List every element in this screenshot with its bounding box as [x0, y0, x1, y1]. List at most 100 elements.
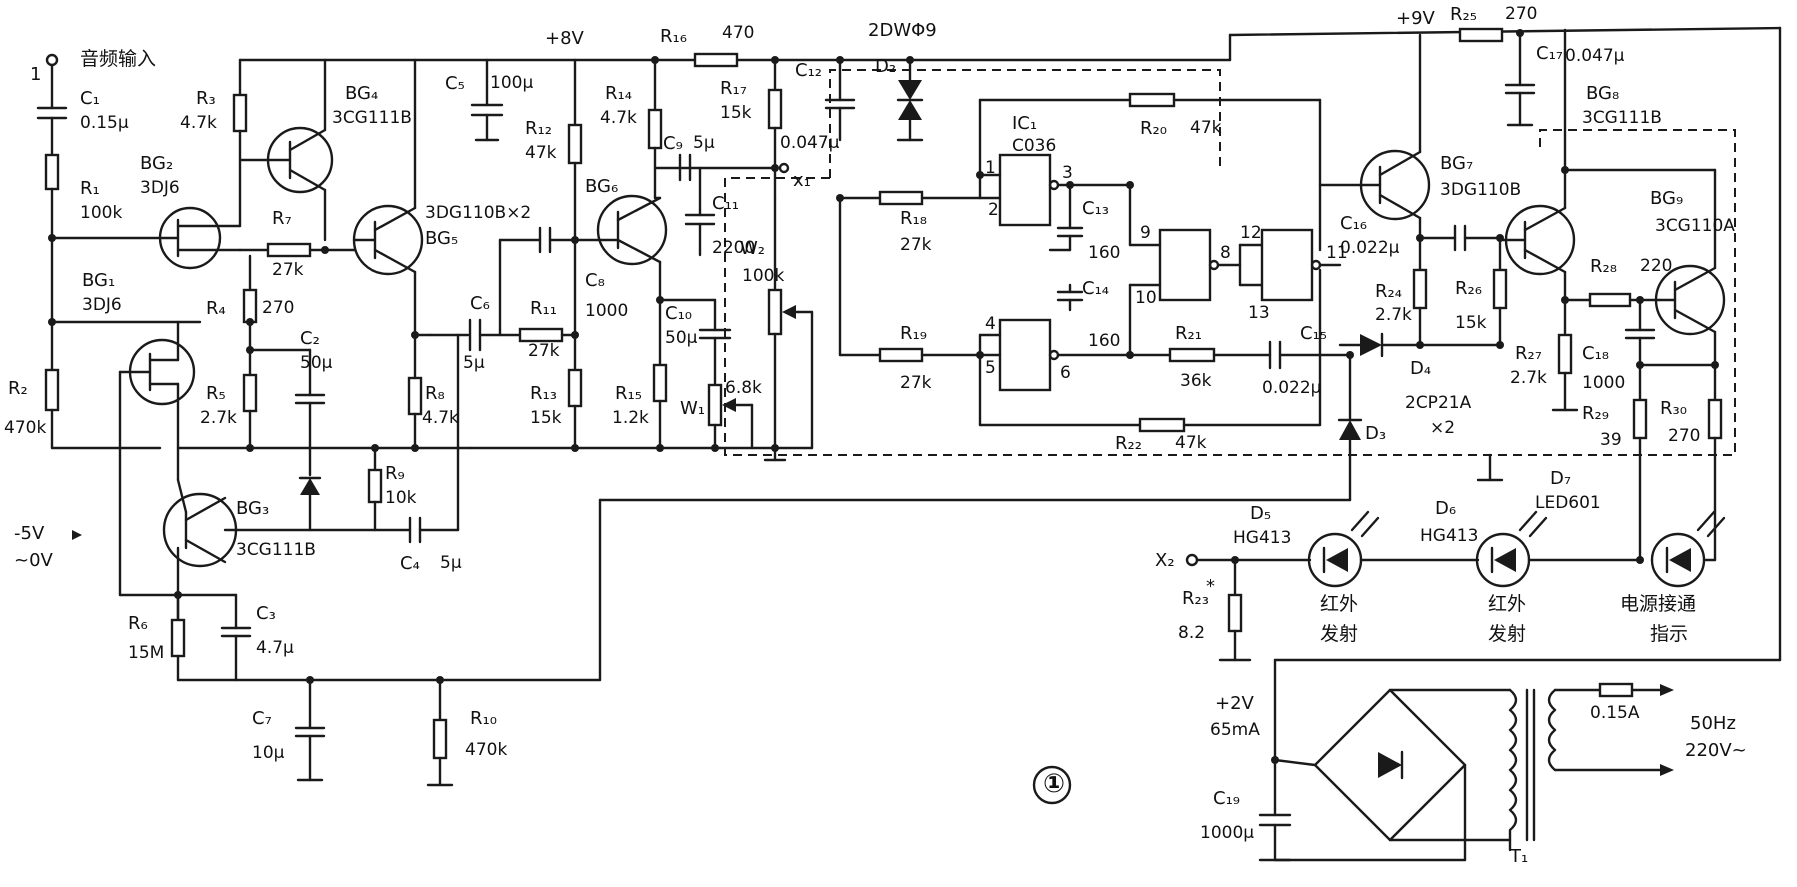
r29-value: 39 [1600, 430, 1622, 450]
r30-label: R₃₀ [1660, 398, 1687, 419]
pin4-label: 4 [985, 314, 996, 334]
r27-value: 2.7k [1510, 368, 1547, 388]
c9-value: 5μ [693, 133, 715, 153]
r10-label: R₁₀ [470, 708, 497, 729]
transistor-bg8 [1498, 28, 1576, 302]
junction-dots [48, 29, 1719, 764]
r8-label: R₈ [425, 383, 445, 404]
bg6-label: BG₆ [585, 176, 619, 197]
r22-value: 47k [1175, 433, 1207, 453]
r11-label: R₁₁ [530, 298, 557, 319]
x2-label: X₂ [1155, 550, 1175, 571]
c1-label: C₁ [80, 88, 100, 109]
resistor-r3 [232, 58, 248, 228]
c6-value: 5μ [463, 353, 485, 373]
neg-supply-label-2: ~0V [14, 550, 53, 571]
r11-value: 27k [528, 341, 560, 361]
c19-value: 1000μ [1200, 823, 1255, 843]
c11-label: C₁₁ [712, 193, 739, 214]
audio-input-label: 音频输入 [80, 48, 157, 70]
resistor-r10 [426, 678, 454, 787]
r18-label: R₁₈ [900, 208, 927, 229]
ir-emit-1-line2: 发射 [1320, 623, 1359, 645]
resistor-r24 [1412, 268, 1428, 347]
d5-value: HG413 [1233, 528, 1292, 548]
capacitor-c19 [1258, 758, 1467, 862]
resistor-r8 [407, 333, 432, 450]
d4-value: 2CP21A [1405, 393, 1472, 413]
ic1-gate-a [978, 153, 1132, 227]
bg8-label: BG₈ [1586, 83, 1620, 104]
r1-label: R₁ [80, 178, 100, 199]
potentiometer-w2 [718, 196, 814, 462]
w2-label: W₂ [740, 238, 766, 259]
w2-value: 100k [742, 266, 785, 286]
c3-label: C₃ [256, 603, 276, 624]
d2-label: D₂ [875, 56, 897, 77]
d7-label: D₇ [1550, 468, 1572, 489]
capacitor-c3 [176, 593, 252, 682]
d4-quantity: ×2 [1430, 418, 1456, 438]
neg-supply-arrow [72, 530, 82, 540]
c17-value: 0.047μ [1565, 46, 1625, 66]
r24-label: R₂₄ [1375, 281, 1402, 302]
bg7-value: 3DG110B [1440, 180, 1522, 200]
resistor-r13 [567, 238, 583, 450]
capacitor-c2 [248, 348, 326, 477]
r23-value: 8.2 [1178, 623, 1206, 643]
bridge-rectifier [1273, 688, 1512, 842]
pin11-label: 11 [1326, 243, 1348, 263]
capacitor-c11 [684, 166, 716, 257]
c5-label: C₅ [445, 73, 465, 94]
bg9-value: 3CG110A [1655, 216, 1735, 236]
bg7-label: BG₇ [1440, 153, 1474, 174]
bg9-label: BG₉ [1650, 188, 1684, 209]
pin10-label: 10 [1135, 288, 1157, 308]
r19-value: 27k [900, 373, 932, 393]
ic1-label: IC₁ [1012, 113, 1038, 134]
c13-label: C₁₃ [1082, 198, 1109, 219]
capacitor-c9 [678, 153, 777, 182]
resistor-r16 [693, 52, 739, 68]
r26-label: R₂₆ [1455, 278, 1482, 299]
ps-voltage: +2V [1215, 693, 1254, 714]
resistor-r21 [1128, 347, 1272, 363]
capacitor-c5 [470, 58, 504, 142]
capacitor-c18 [1624, 298, 1717, 367]
r8-value: 4.7k [422, 408, 459, 428]
dashed-enclosure [724, 69, 1736, 456]
pin3-label: 3 [1062, 163, 1073, 183]
r28-label: R₂₈ [1590, 256, 1617, 277]
r7-value: 27k [272, 260, 304, 280]
ir-emit-2-line1: 红外 [1488, 593, 1527, 615]
r6-label: R₆ [128, 613, 148, 634]
r20-value: 47k [1190, 118, 1222, 138]
bg5-value: 3DG110B×2 [425, 203, 532, 223]
led-d7 [1650, 510, 1726, 588]
r9-value: 10k [385, 488, 417, 508]
transistor-bg7 [1318, 33, 1431, 272]
x1-label: x₁ [793, 170, 811, 191]
ic1-gate-c [1128, 183, 1264, 357]
ps-current: 65mA [1210, 720, 1260, 740]
c16-label: C₁₆ [1340, 213, 1367, 234]
transistor-bg4 [238, 58, 334, 242]
resistor-r14 [647, 58, 692, 200]
r21-value: 36k [1180, 371, 1212, 391]
zener-diode [298, 476, 322, 532]
c13-value: 160 [1088, 243, 1121, 263]
r10-value: 470k [465, 740, 508, 760]
resistor-r17 [767, 58, 783, 200]
resistor-r30 [1707, 363, 1723, 562]
r23-label: R₂₃ [1182, 588, 1209, 609]
resistor-r25 [1458, 27, 1504, 43]
c16-value: 0.022μ [1340, 238, 1400, 258]
bg3-value: 3CG111B [236, 540, 316, 560]
resistor-r23 [1218, 558, 1252, 662]
r2-value: 470k [4, 418, 47, 438]
r25-label: R₂₅ [1450, 4, 1477, 25]
r4-label: R₄ [206, 298, 226, 319]
figure-number-circle [1032, 765, 1072, 805]
pin13-label: 13 [1248, 303, 1270, 323]
c11-value: 2200 [712, 238, 756, 258]
